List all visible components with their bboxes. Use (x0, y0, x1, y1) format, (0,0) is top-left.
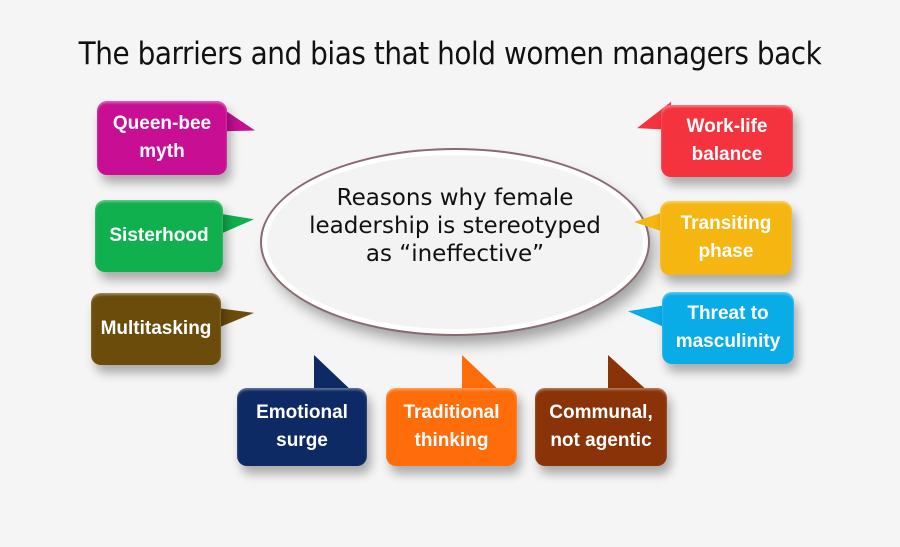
callout-threat: Threat to masculinity (662, 292, 794, 364)
callout-label: phase (698, 241, 754, 262)
callout-label: myth (139, 141, 185, 162)
callout-label: Threat to (687, 303, 769, 324)
callout-label: surge (276, 430, 328, 451)
center-line-1: Reasons why female (336, 185, 574, 211)
callout-queen-bee: Queen-bee myth (97, 101, 227, 175)
callout-label: not agentic (550, 430, 652, 451)
callout-label: Traditional (403, 402, 500, 423)
callout-multitasking: Multitasking (91, 293, 221, 365)
callout-label: Transiting (680, 213, 772, 234)
center-line-3: as “ineffective” (365, 241, 545, 267)
diagram-title: The barriers and bias that hold women ma… (78, 36, 822, 72)
callout-label: masculinity (675, 331, 781, 352)
callout-communal: Communal, not agentic (535, 388, 667, 466)
center-text: Reasons why female leadership is stereot… (309, 184, 601, 268)
callout-label: Sisterhood (109, 225, 209, 246)
callout-label: balance (691, 144, 763, 165)
callout-label: Communal, (549, 402, 653, 423)
callout-traditional: Traditional thinking (386, 388, 517, 466)
callout-label: Queen-bee (112, 113, 212, 134)
center-line-2: leadership is stereotyped (309, 213, 601, 239)
callout-label: Multitasking (100, 318, 212, 339)
callout-transiting: Transiting phase (660, 201, 792, 275)
callout-work-life: Work-life balance (661, 105, 793, 177)
callout-emotional: Emotional surge (237, 388, 367, 466)
callout-sisterhood: Sisterhood (95, 200, 223, 272)
callout-label: Emotional (256, 402, 348, 423)
callout-label: Work-life (686, 116, 768, 137)
callout-label: thinking (414, 430, 489, 451)
center-ellipse: Reasons why female leadership is stereot… (262, 150, 648, 334)
